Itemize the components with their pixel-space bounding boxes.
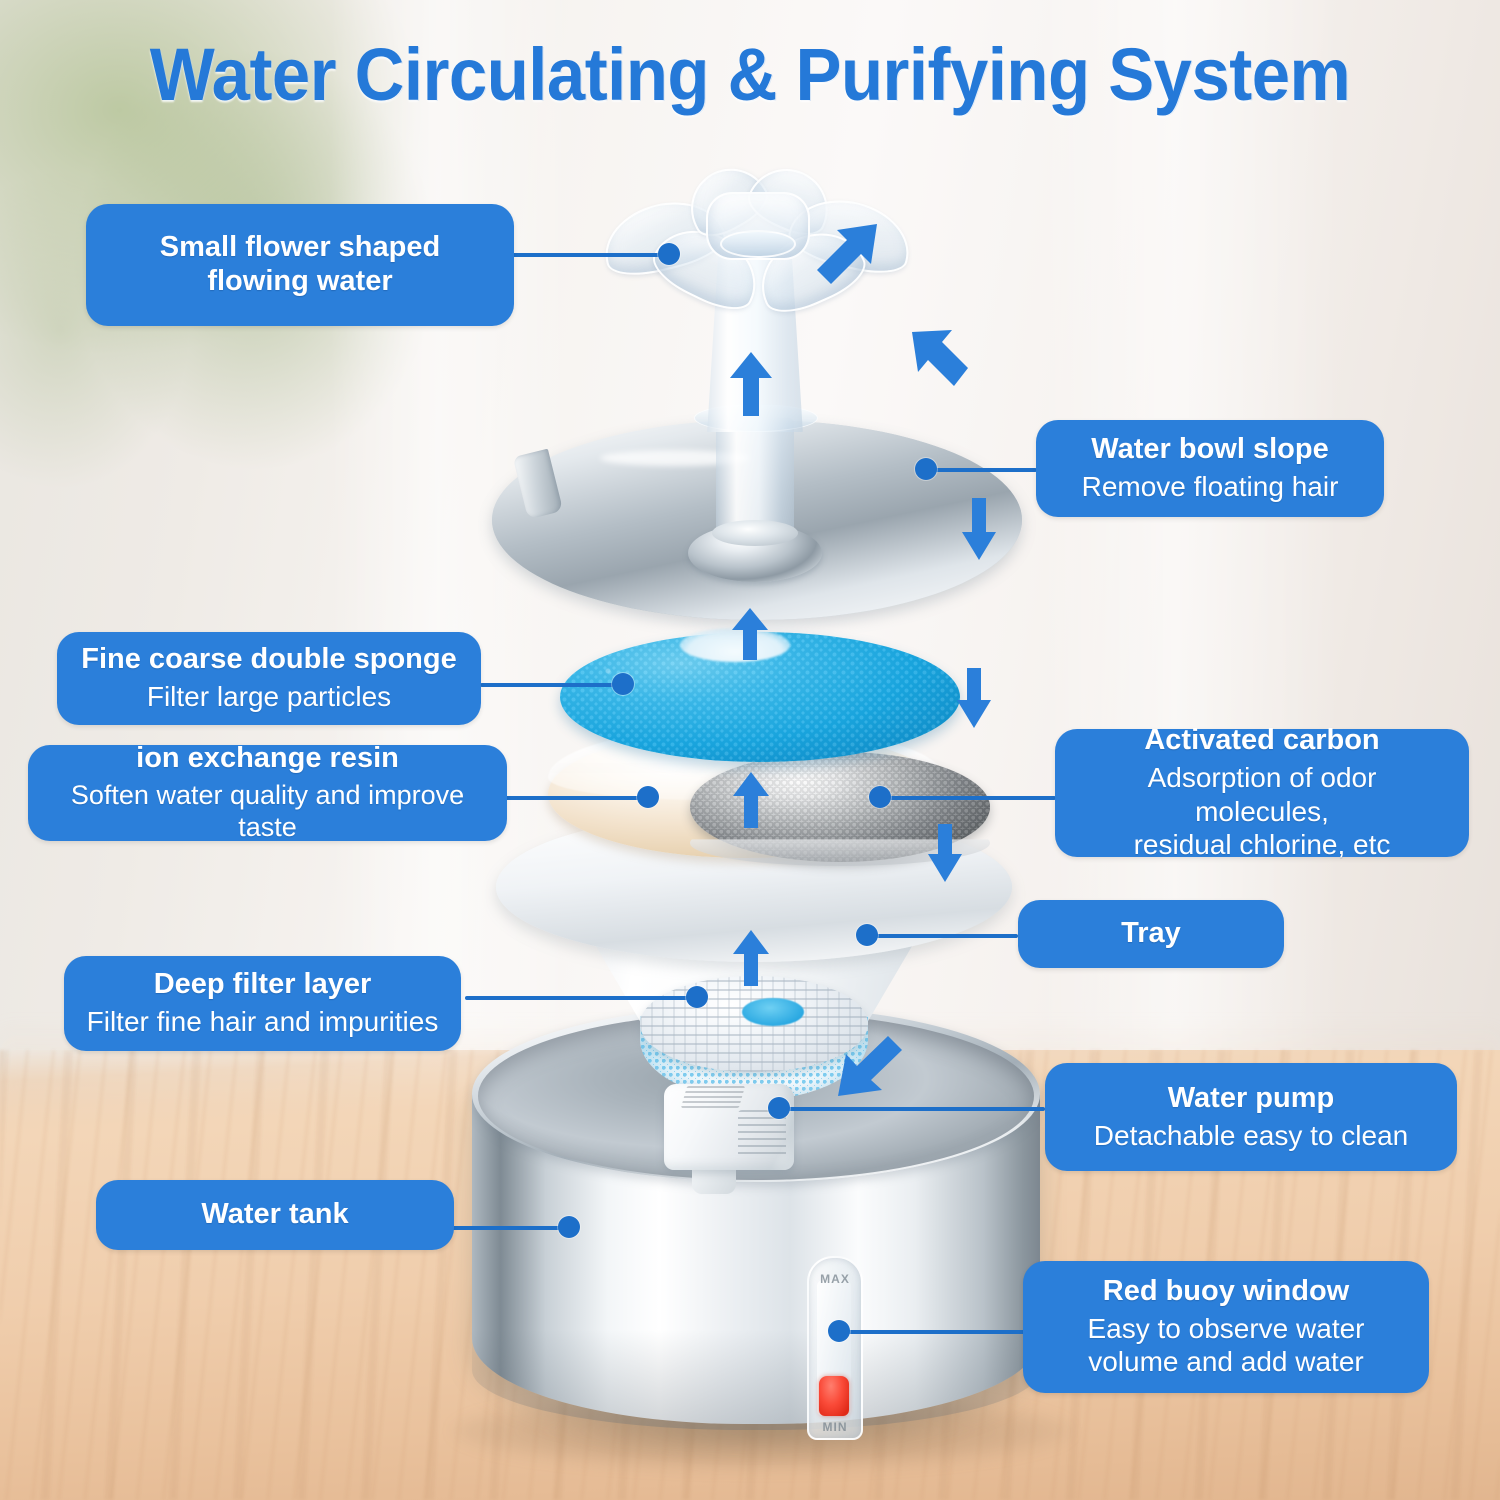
water-pump-label-strip [680,1086,746,1108]
callout-deep-filter-title: Deep filter layer [153,968,372,1001]
leader-dot-pump [768,1097,790,1119]
callout-sponge-title: Fine coarse double sponge [81,643,457,676]
callout-bowl-slope[interactable]: Water bowl slope Remove floating hair [1036,420,1384,517]
flower-nozzle [595,154,919,338]
leader-line-pump [775,1107,1045,1111]
callout-buoy-sub2: volume and add water [1088,1346,1364,1378]
buoy-max-label: MAX [820,1272,850,1286]
leader-line-deep-filter [465,996,695,1000]
leader-dot-resin [637,786,659,808]
callout-bowl-slope-title: Water bowl slope [1091,433,1329,466]
leader-dot-flower [658,243,680,265]
flow-arrow-up-to-flower [730,352,772,416]
deep-filter-blue-patch [742,998,804,1026]
leader-line-tank [437,1226,567,1230]
flow-arrow-down-right-upper [912,330,970,388]
flower-nozzle-hub-ring [720,230,796,258]
flow-arrow-up-to-tray [733,930,769,986]
callout-flower-title: Small flower shaped [159,231,441,264]
flow-arrow-down-right-sponge [957,668,991,728]
flow-arrow-up-to-lid [732,608,768,660]
callout-sponge-sub: Filter large particles [146,681,392,713]
leader-line-resin [500,796,645,800]
callout-pump-sub: Detachable easy to clean [1093,1119,1409,1151]
callout-carbon[interactable]: Activated carbon Adsorption of odor mole… [1055,724,1469,860]
flow-arrow-down-right-tray [928,824,962,882]
callout-deep-filter-sub: Filter fine hair and impurities [86,1006,439,1038]
leader-line-carbon [876,796,1056,800]
callout-buoy[interactable]: Red buoy window Easy to observe water vo… [1023,1261,1429,1393]
buoy-min-label: MIN [822,1420,848,1434]
background-curtain-right [1040,0,1340,1180]
leader-line-sponge [480,683,620,687]
flow-arrow-up-to-sponge [733,772,769,828]
leader-dot-tank [558,1216,580,1238]
leader-dot-carbon [869,786,891,808]
deep-filter-mesh-texture [640,976,868,1072]
page-title: Water Circulating & Purifying System [149,33,1351,116]
callout-buoy-title: Red buoy window [1102,1275,1350,1308]
deep-filter-disc [640,976,868,1072]
leader-dot-tray [856,924,878,946]
water-bowl-slope-highlight [600,450,750,466]
callout-carbon-sub2: residual chlorine, etc [1133,829,1391,861]
callout-tank[interactable]: Water tank [96,1180,454,1250]
leader-dot-sponge [612,673,634,695]
leader-dot-bowl-slope [915,458,937,480]
callout-resin-sub: Soften water quality and improve taste [70,779,465,843]
callout-tray[interactable]: Tray [1018,900,1284,968]
callout-carbon-sub: Adsorption of odor molecules, [1147,761,1377,827]
callout-flower[interactable]: Small flower shaped flowing water [86,204,514,326]
leader-dot-deep-filter [686,986,708,1008]
flow-arrow-down-right-lid [962,498,996,560]
callout-bowl-slope-sub: Remove floating hair [1081,471,1339,503]
leader-line-buoy [845,1330,1025,1334]
callout-flower-title-line2: flowing water [207,265,393,297]
tank-bottom-shading [472,1330,1040,1430]
callout-tray-title: Tray [1121,917,1181,950]
double-sponge-notch [680,628,790,662]
leader-line-bowl-slope [922,468,1037,472]
leader-line-tray [863,934,1018,938]
callout-sponge[interactable]: Fine coarse double sponge Filter large p… [57,632,481,725]
callout-deep-filter[interactable]: Deep filter layer Filter fine hair and i… [64,956,461,1051]
callout-buoy-sub: Easy to observe water [1087,1312,1365,1344]
leader-dot-buoy [828,1320,850,1342]
red-buoy-float [819,1376,849,1416]
nozzle-chrome-base-top [712,520,798,546]
flow-arrow-diagonal-into-tank [838,1034,902,1096]
callout-pump[interactable]: Water pump Detachable easy to clean [1045,1063,1457,1171]
callout-carbon-title: Activated carbon [1144,724,1380,757]
callout-pump-title: Water pump [1167,1081,1335,1114]
callout-resin-title: ion exchange resin [136,742,399,775]
callout-resin[interactable]: ion exchange resin Soften water quality … [28,742,507,843]
leader-line-flower [510,253,665,257]
flow-arrow-diagonal-upper-right [815,224,877,286]
callout-tank-title: Water tank [201,1198,349,1231]
red-buoy-window: MAX MIN [807,1256,863,1440]
